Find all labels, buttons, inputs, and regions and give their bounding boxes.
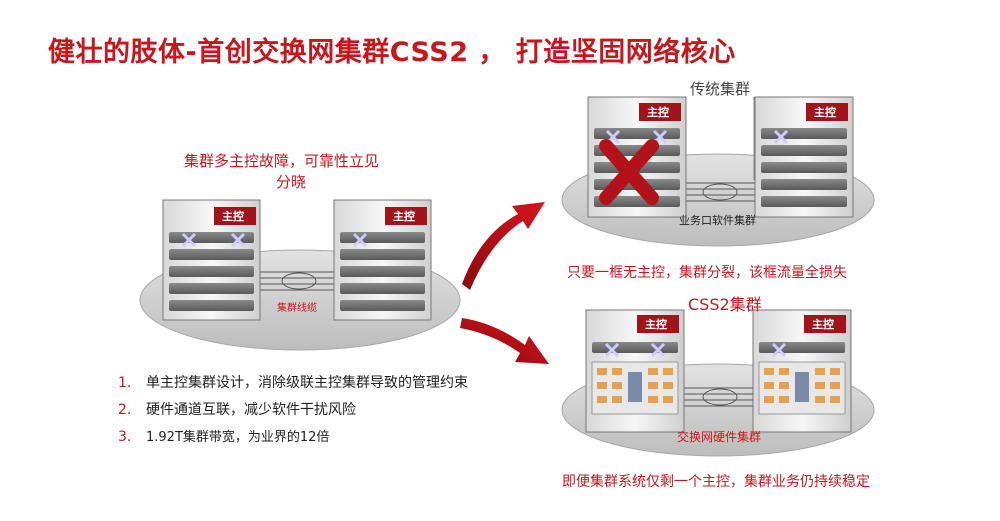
css2-chassis-a <box>585 309 685 433</box>
master-label-trad-a: 主控 <box>647 106 669 119</box>
css2-chassis-b <box>752 309 852 433</box>
css2-caption: 即便集群系统仅剩一个主控，集群业务仍持续稳定 <box>562 474 870 490</box>
master-label-css2-b: 主控 <box>812 318 834 331</box>
traditional-chassis-b <box>754 96 854 218</box>
master-label-left-b: 主控 <box>393 210 415 223</box>
left-caption-line1: 集群多主控故障，可靠性立见 <box>184 152 380 170</box>
feature-list: 1.单主控集群设计，消除级联主控集群导致的管理约束 2.硬件通道互联，减少软件干… <box>118 370 498 451</box>
arrow-down-right <box>460 318 549 364</box>
list-item: 1.单主控集群设计，消除级联主控集群导致的管理约束 <box>118 375 468 391</box>
master-label-css2-a: 主控 <box>645 318 667 331</box>
master-label-left-a: 主控 <box>222 210 244 223</box>
arrow-up-right <box>462 202 545 290</box>
css2-link-label: 交换网硬件集群 <box>677 430 762 444</box>
traditional-caption: 只要一框无主控，集群分裂，该框流量全损失 <box>567 265 847 281</box>
traditional-heading: 传统集群 <box>690 80 751 98</box>
list-item: 2.硬件通道互联，减少软件干扰风险 <box>118 402 356 418</box>
list-item: 3.1.92T集群带宽，为业界的12倍 <box>118 429 330 445</box>
left-cluster-cable <box>258 271 340 291</box>
master-label-trad-b: 主控 <box>814 106 836 119</box>
traditional-link-label: 业务口软件集群 <box>679 214 756 227</box>
left-chassis-b <box>333 199 432 321</box>
css2-link <box>680 387 760 407</box>
slide-title: 健壮的肢体-首创交换网集群CSS2 ， 打造坚固网络核心 <box>48 37 736 68</box>
failure-cross-icon <box>599 139 659 205</box>
css2-heading: CSS2集群 <box>688 295 762 314</box>
left-caption-line2: 分晓 <box>276 173 307 191</box>
cable-label: 集群线缆 <box>277 303 317 314</box>
left-chassis-a <box>162 199 261 321</box>
traditional-chassis-a <box>587 96 687 218</box>
